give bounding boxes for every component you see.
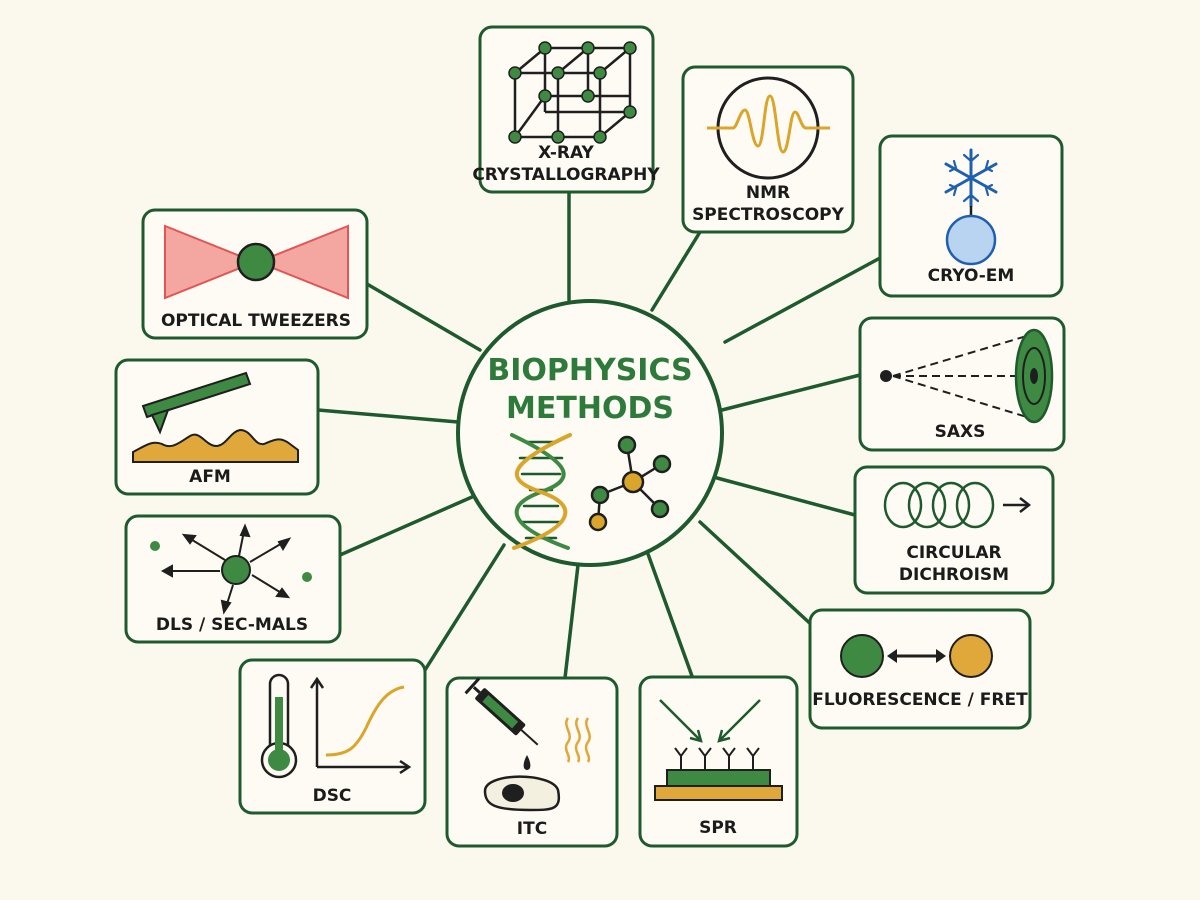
spoke-cryoem [723,256,882,344]
method-card-fret: FLUORESCENCE / FRET [808,608,1032,730]
spoke-fret [698,520,817,630]
center-hub: BIOPHYSICS METHODS [456,299,724,567]
spoke-dsc [423,543,506,672]
diffusing-particle-icon [150,523,312,615]
spoke-itc [563,563,580,680]
method-label: DLS / SEC-MALS [156,615,308,635]
connector-lines [316,191,882,680]
method-card-nmr: NMR SPECTROSCOPY [681,65,855,234]
method-card-cryoem: CRYO-EM [878,134,1064,298]
cantilever-icon [132,371,299,463]
laser-trap-icon [164,224,349,300]
dna-helix-icon [510,433,572,550]
spoke-afm [316,408,460,424]
molecule-icon [588,435,672,532]
spoke-cd [715,476,857,517]
snowflake-icon [944,148,998,208]
method-card-afm: AFM [114,358,320,496]
method-card-spr: SPR [638,675,799,848]
method-label-line2: SPECTROSCOPY [692,205,845,225]
crystal-lattice-icon [508,41,637,144]
method-label: FLUORESCENCE / FRET [812,690,1028,710]
card-frame [853,465,1055,595]
method-label: CRYO-EM [928,266,1015,286]
scattering-cone-icon [880,328,1054,424]
card-frame [858,316,1066,452]
card-frame [681,65,855,234]
donor-acceptor-icon [840,634,993,678]
card-frame [478,25,655,194]
method-label: SPR [699,818,737,838]
nmr-signal-icon [707,76,830,180]
sample-bulb [945,214,997,266]
sensor-surface-icon [654,699,783,801]
method-label-line1: X-RAY [538,143,594,163]
method-label: ITC [517,819,547,839]
method-label: AFM [189,467,231,487]
hub-title-line2: METHODS [506,391,674,426]
method-label-line1: NMR [746,183,790,203]
method-label: DSC [313,786,352,806]
method-card-saxs: SAXS [858,316,1066,452]
spoke-tweezers [365,282,482,352]
spoke-nmr [650,230,702,312]
method-card-xray: X-RAY CRYSTALLOGRAPHY [472,25,660,194]
spoke-saxs [720,373,862,412]
thermometer-curve-icon [260,673,412,779]
helix-arrow-icon [883,481,1032,529]
method-card-dsc: DSC [238,658,427,815]
method-card-dls: DLS / SEC-MALS [124,514,342,644]
method-card-cd: CIRCULAR DICHROISM [853,465,1055,595]
method-label: OPTICAL TWEEZERS [161,311,351,331]
method-label: SAXS [935,422,986,442]
method-label-line1: CIRCULAR [906,543,1001,563]
method-label-line2: DICHROISM [899,565,1009,585]
hub-title-line1: BIOPHYSICS [487,353,692,388]
method-card-tweezers: OPTICAL TWEEZERS [141,208,369,340]
method-card-itc: ITC [445,676,619,848]
spoke-spr [646,552,694,678]
card-frame [808,608,1032,730]
syringe-cell-icon [464,677,591,812]
method-label-line2: CRYSTALLOGRAPHY [472,165,660,185]
spoke-dls [338,495,474,557]
